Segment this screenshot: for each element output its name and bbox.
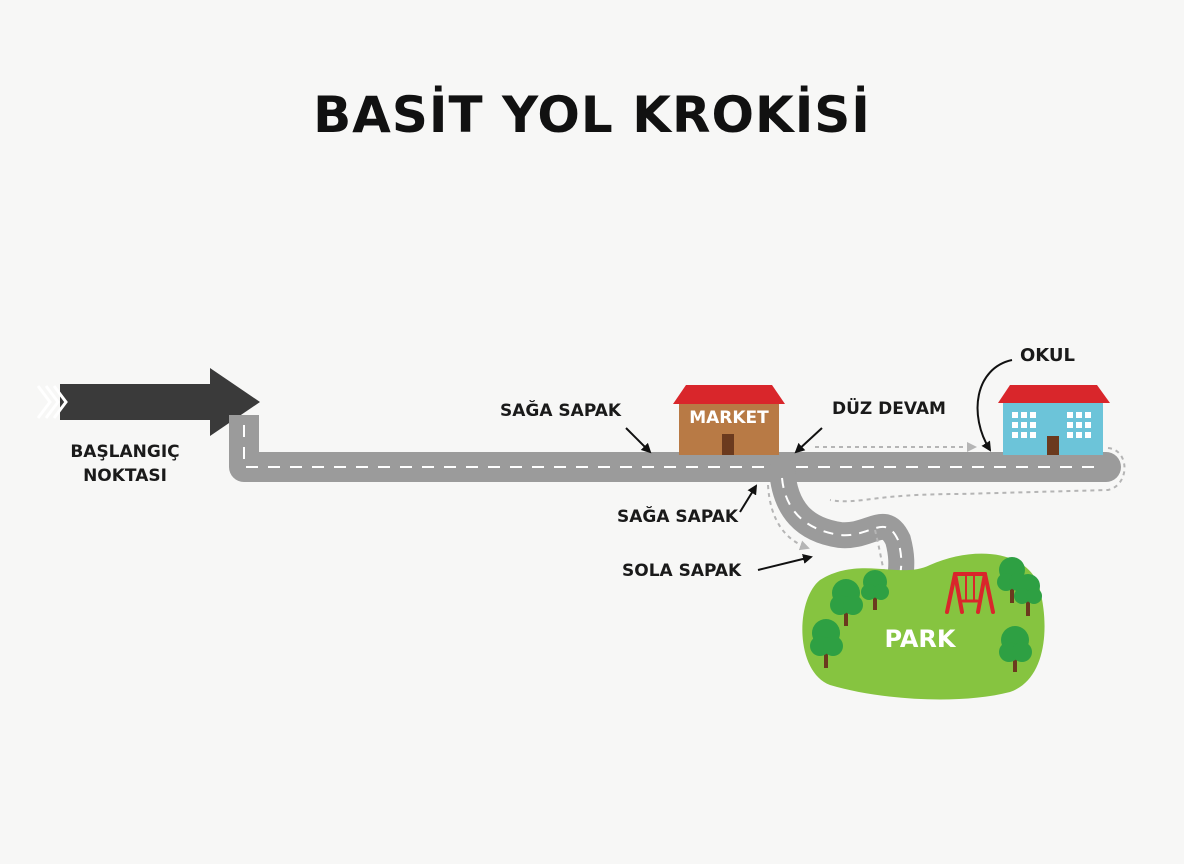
tree-icon — [810, 619, 843, 668]
market-label: MARKET — [689, 408, 769, 428]
straight-label: DÜZ DEVAM — [832, 399, 946, 419]
page-title: BASİT YOL KROKİSİ — [313, 86, 871, 144]
tree-icon — [1014, 574, 1042, 616]
market-building — [673, 385, 785, 455]
start-label-line1: BAŞLANGIÇ — [70, 442, 180, 462]
right-turn-label-mid: SAĞA SAPAK — [617, 507, 739, 527]
start-point-label: BAŞLANGIÇ NOKTASI — [50, 440, 200, 488]
start-arrow-icon — [36, 368, 260, 436]
tree-icon — [830, 579, 863, 626]
tree-icon — [999, 626, 1032, 672]
swing-icon — [945, 572, 995, 614]
park-road — [769, 457, 915, 593]
tree-icon — [861, 570, 889, 610]
school-label: OKUL — [1020, 345, 1076, 366]
main-road — [229, 415, 1121, 482]
park-label: PARK — [884, 625, 956, 653]
left-turn-label: SOLA SAPAK — [622, 561, 742, 581]
start-label-line2: NOKTASI — [83, 466, 167, 486]
school-building — [998, 385, 1110, 455]
right-turn-label-top: SAĞA SAPAK — [500, 401, 622, 421]
pointer-arrows — [625, 359, 1013, 571]
